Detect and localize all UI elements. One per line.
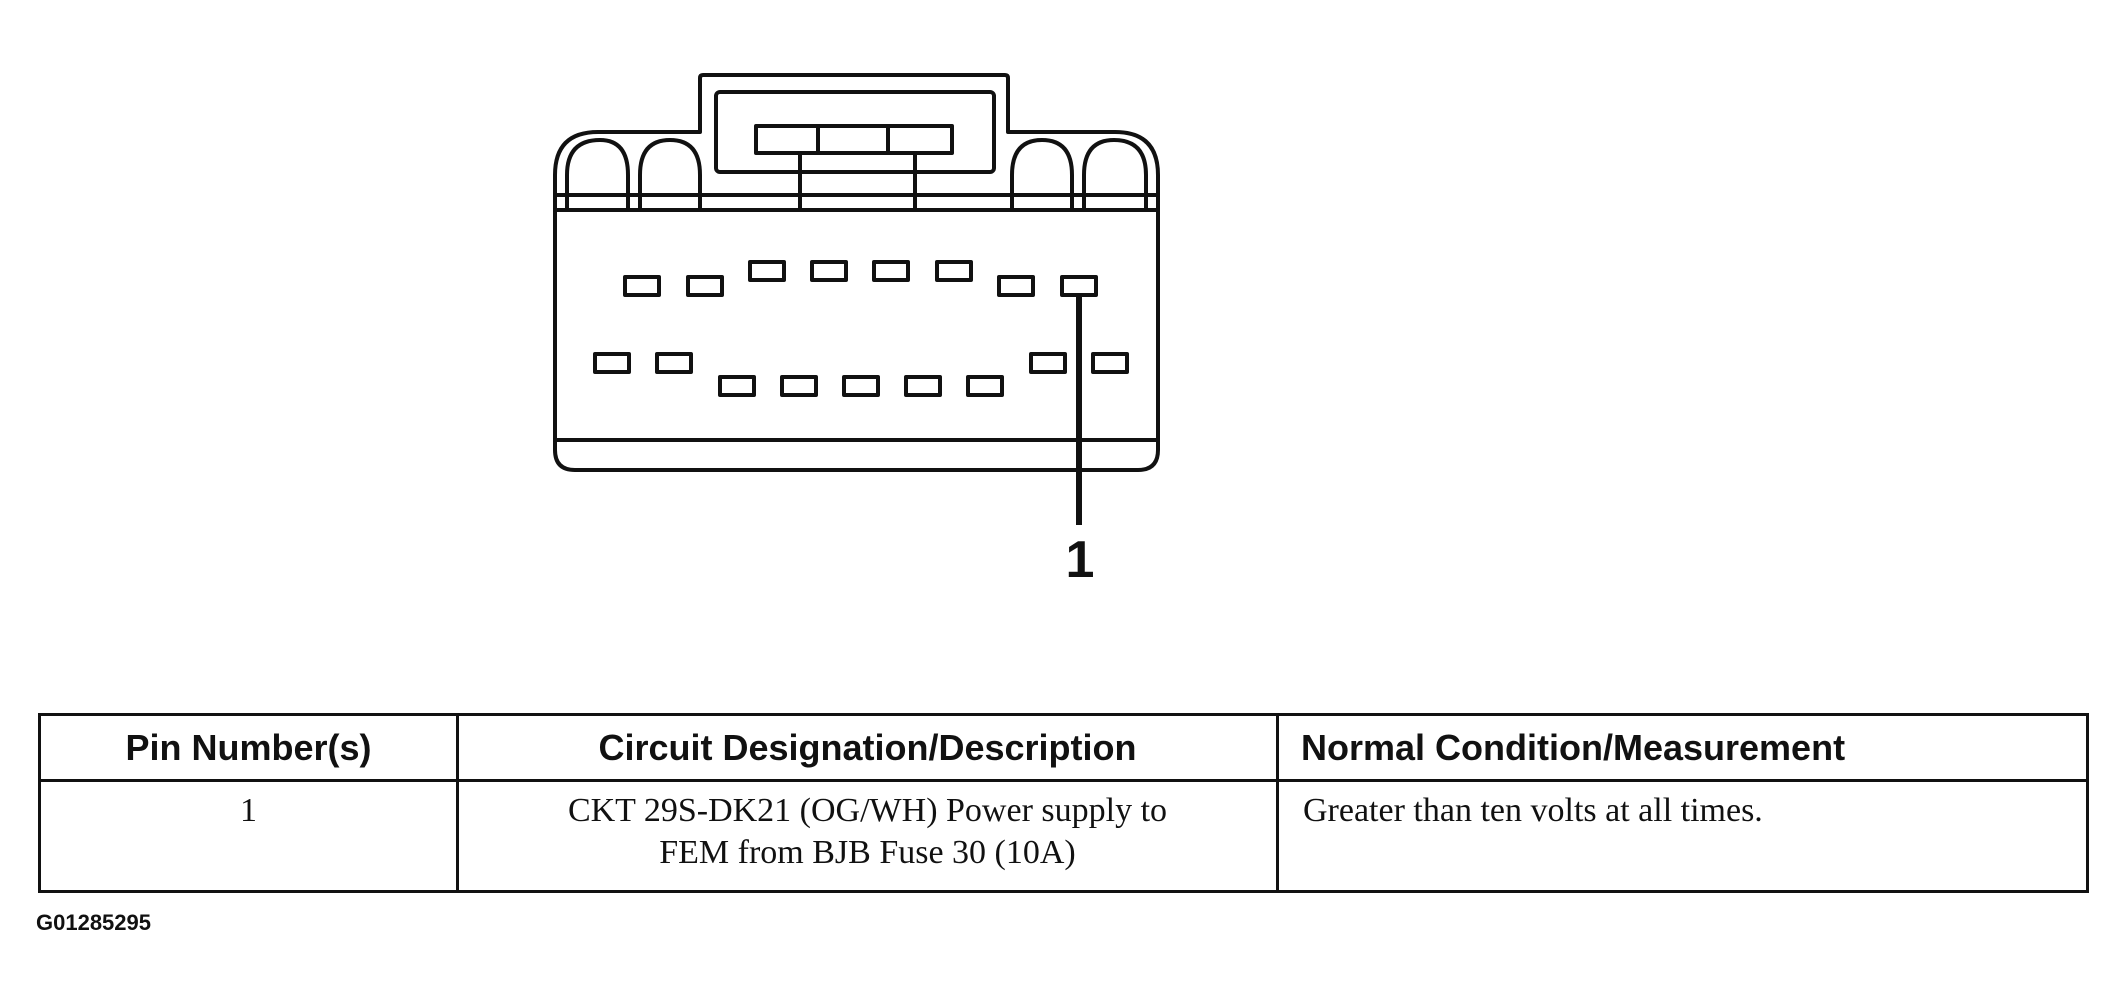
pin-cavity-bottom-9 [1091,352,1129,374]
description-line-2: FEM from BJB Fuse 30 (10A) [659,834,1076,871]
keying-arch-right-1 [1010,138,1074,210]
pin-cavity-bottom-6 [904,375,942,397]
pin-cavity-bottom-8 [1029,352,1067,374]
connector-body-outline [553,193,1160,472]
locking-tab-window-3 [886,124,954,155]
pin-cavity-top-7 [997,275,1035,297]
header-circuit-description: Circuit Designation/Description [456,713,1279,782]
keying-arch-left-1 [565,138,630,210]
cell-pin-number: 1 [38,779,459,893]
pin-table: Pin Number(s) Circuit Designation/Descri… [38,713,2089,893]
header-normal-condition: Normal Condition/Measurement [1276,713,2089,782]
figure-id: G01285295 [36,910,151,935]
pin-cavity-top-3 [748,260,786,282]
connector-face-diagram [553,73,1160,525]
keying-arch-left-2 [638,138,702,210]
cell-normal-condition: Greater than ten volts at all times. [1276,779,2089,893]
pin-cavity-top-4 [810,260,848,282]
pin-cavity-top-1 [623,275,661,297]
pin-cavity-bottom-2 [655,352,693,374]
pin-cavity-bottom-5 [842,375,880,397]
pin-cavity-top-8-pin-1 [1060,275,1098,297]
cell-circuit-description: CKT 29S-DK21 (OG/WH) Power supply to FEM… [456,779,1279,893]
header-pin-number: Pin Number(s) [38,713,459,782]
pin-cavity-top-5 [872,260,910,282]
pin-cavity-bottom-1 [593,352,631,374]
pin-cavity-bottom-4 [780,375,818,397]
pin-cavity-bottom-7 [966,375,1004,397]
pin-cavity-bottom-3 [718,375,756,397]
connector-top-shoulder [553,73,1160,202]
table-header-row: Pin Number(s) Circuit Designation/Descri… [38,713,2089,782]
locking-tab-window-2 [816,124,890,155]
table-row: 1 CKT 29S-DK21 (OG/WH) Power supply to F… [38,779,2089,893]
locking-tab-inner [714,90,996,174]
pin-callout-label: 1 [1065,531,1095,589]
locking-tab-window-1 [754,124,820,155]
pin-cavity-top-6 [935,260,973,282]
keying-arch-right-2 [1082,138,1148,210]
locking-tab-stem [798,151,917,210]
description-line-1: CKT 29S-DK21 (OG/WH) Power supply to [567,792,1168,829]
pin-cavity-top-2 [686,275,724,297]
